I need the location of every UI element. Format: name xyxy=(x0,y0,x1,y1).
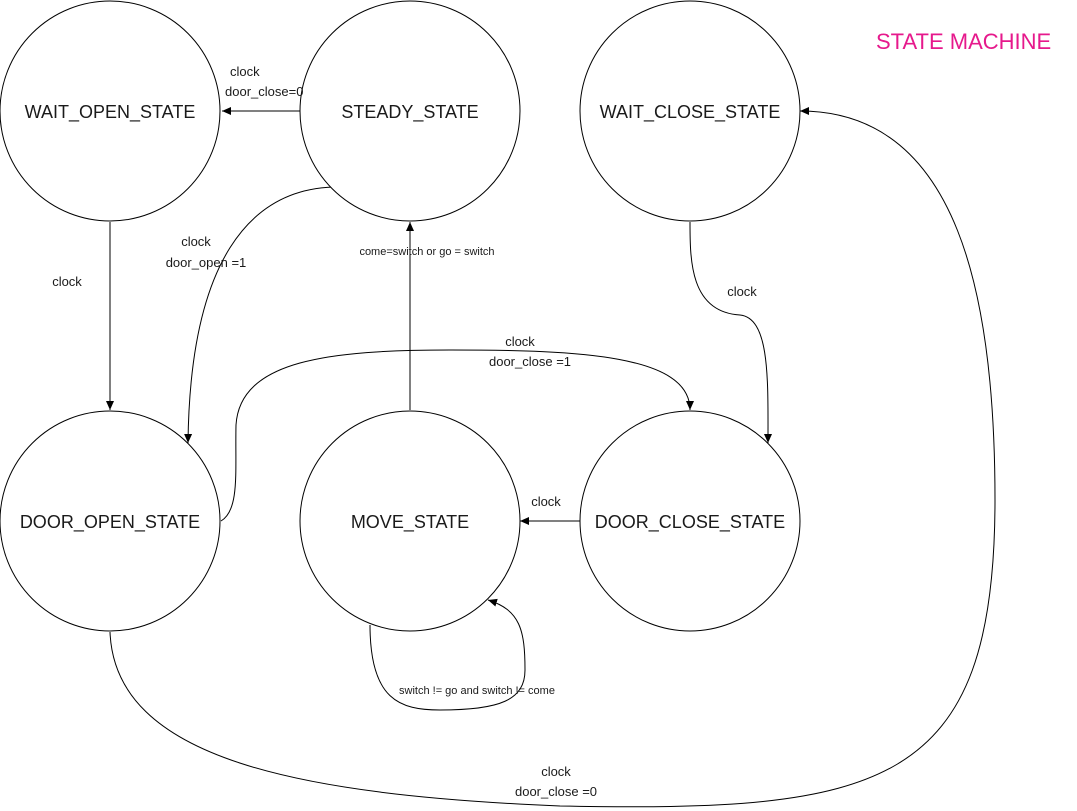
state-label-door-open: DOOR_OPEN_STATE xyxy=(20,512,200,533)
edge-label-door-open-to-wait-close-2: door_close =0 xyxy=(515,784,597,799)
edge-label-move-self-loop: switch != go and switch != come xyxy=(399,685,555,697)
edge-door-open-to-door-close xyxy=(220,349,694,522)
diagram-title: STATE MACHINE xyxy=(876,29,1051,54)
edge-label-door-open-to-door-close-1: clock xyxy=(505,334,535,349)
state-label-wait-open: WAIT_OPEN_STATE xyxy=(25,102,196,123)
edge-wait-close-to-door-close xyxy=(689,221,773,444)
state-label-wait-close: WAIT_CLOSE_STATE xyxy=(600,102,781,123)
state-wait-close: WAIT_CLOSE_STATE xyxy=(579,0,801,222)
edge-door-open-to-wait-close xyxy=(109,107,996,808)
state-label-move: MOVE_STATE xyxy=(351,512,469,533)
edge-label-wait-open-to-door-open: clock xyxy=(52,274,82,289)
edge-label-door-close-to-move: clock xyxy=(531,494,561,509)
edge-steady-to-door-open xyxy=(184,186,334,444)
state-steady: STEADY_STATE xyxy=(299,0,521,222)
edge-label-door-open-to-wait-close-1: clock xyxy=(541,764,571,779)
edge-move-self-loop xyxy=(369,598,526,711)
state-door-open: DOOR_OPEN_STATE xyxy=(0,410,221,632)
edge-label-wait-close-to-door-close: clock xyxy=(727,284,757,299)
state-label-door-close: DOOR_CLOSE_STATE xyxy=(595,512,785,533)
edge-label-steady-to-door-open-2: door_open =1 xyxy=(166,255,247,270)
state-move: MOVE_STATE xyxy=(299,410,521,632)
edge-label-move-to-steady: come=switch or go = switch xyxy=(359,246,494,258)
state-label-steady: STEADY_STATE xyxy=(341,102,478,123)
state-wait-open: WAIT_OPEN_STATE xyxy=(0,0,221,222)
edge-label-steady-to-wait-open-2: door_close=0 xyxy=(225,84,303,99)
edge-label-door-open-to-door-close-2: door_close =1 xyxy=(489,354,571,369)
edge-label-steady-to-wait-open-1: clock xyxy=(230,64,260,79)
state-door-close: DOOR_CLOSE_STATE xyxy=(579,410,801,632)
edge-label-steady-to-door-open-1: clock xyxy=(181,234,211,249)
